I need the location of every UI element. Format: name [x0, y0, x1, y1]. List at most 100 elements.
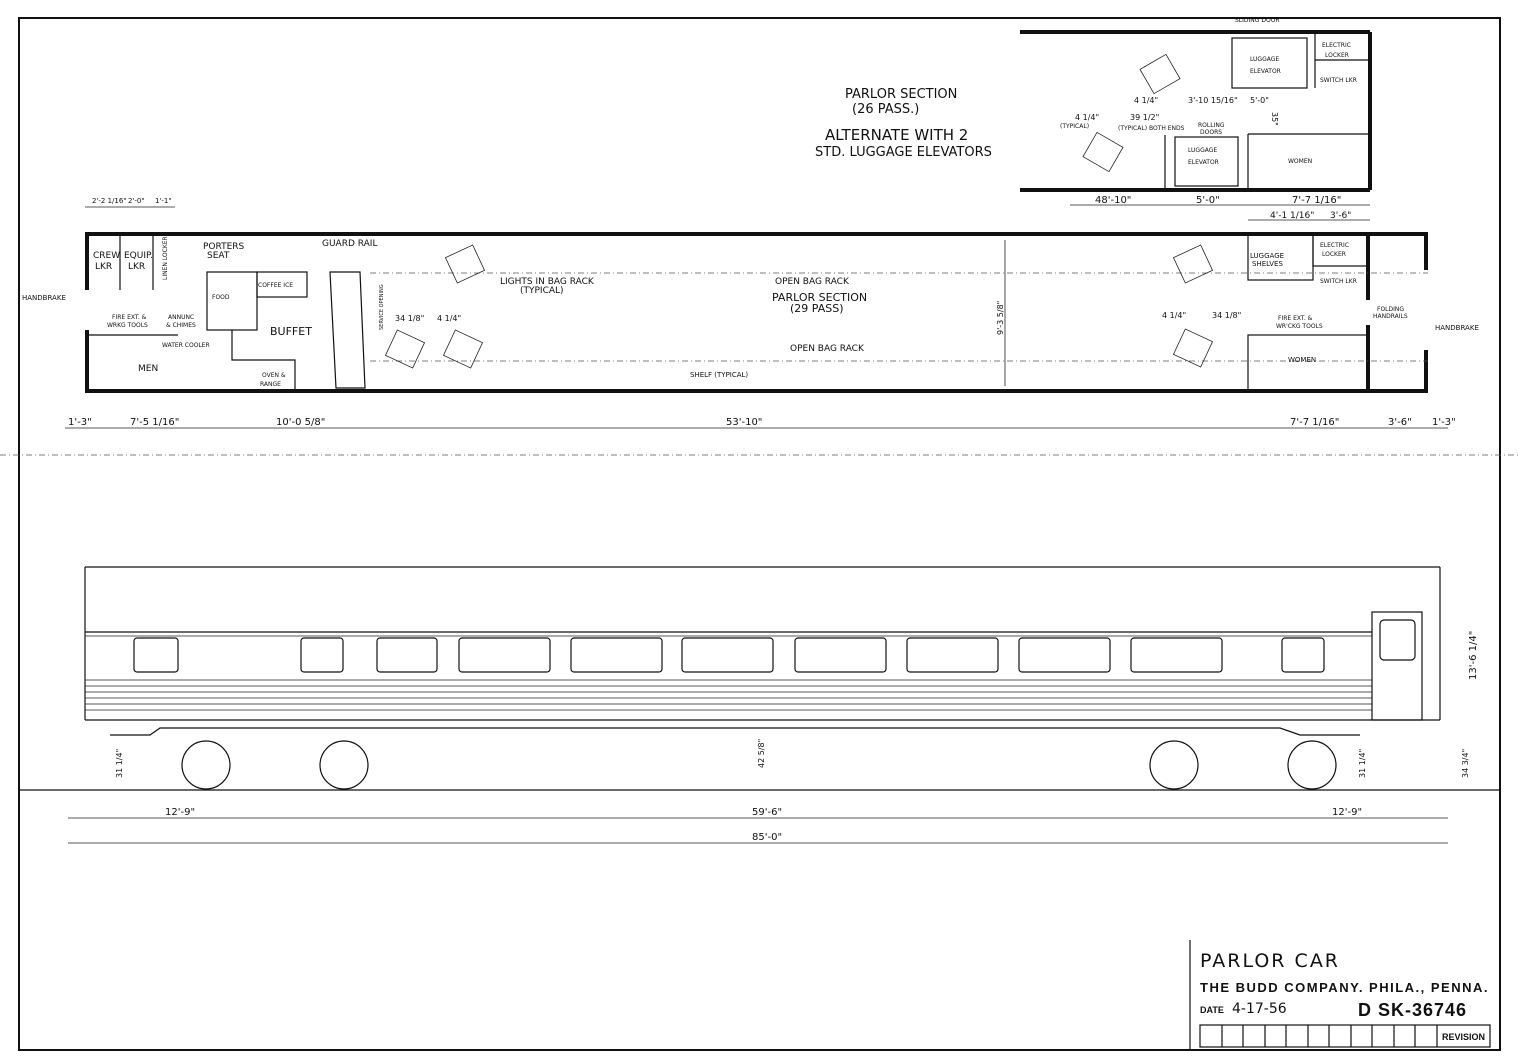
dim: 12'-9"	[165, 807, 195, 818]
typical-both-label: (TYPICAL) BOTH ENDS	[1118, 125, 1185, 132]
oven-label: OVEN &	[262, 372, 286, 379]
women-label: WOMEN	[1288, 158, 1312, 165]
dim: 5'-0"	[1250, 96, 1269, 105]
parlor-section-pass-label: (29 PASS)	[790, 302, 844, 315]
dim: 34 1/8"	[1212, 311, 1241, 320]
dim: 53'-10"	[726, 417, 762, 428]
switch-lkr-label: SWITCH LKR	[1320, 77, 1357, 84]
company-name: THE BUDD COMPANY. PHILA., PENNA.	[1200, 980, 1489, 995]
luggage-elevator-label-2: LUGGAGE	[1188, 147, 1217, 154]
porters-seat-label-2: SEAT	[207, 251, 230, 261]
dim: 1'-3"	[1432, 417, 1456, 428]
locker-label: LOCKER	[1325, 52, 1349, 59]
equip-locker-label-2: LKR	[128, 262, 145, 272]
porters-seat-label: PORTERS	[203, 242, 245, 252]
parlor-section-label: PARLOR SECTION	[772, 291, 867, 304]
crew-locker-label: CREW	[93, 251, 120, 261]
alt-note-2: STD. LUGGAGE ELEVATORS	[815, 145, 992, 160]
lights-label-2: (TYPICAL)	[520, 286, 564, 296]
alt-heading: PARLOR SECTION	[845, 87, 957, 102]
drawing-border	[18, 17, 1501, 1051]
handbrake-right-label: HANDBRAKE	[1435, 324, 1479, 332]
electric-locker-label: ELECTRIC	[1320, 242, 1349, 249]
dim: 59'-6"	[752, 807, 782, 818]
electric-locker-label-2: LOCKER	[1322, 251, 1346, 258]
dim: 85'-0"	[752, 832, 782, 843]
buffet-label: BUFFET	[270, 325, 312, 338]
range-label: RANGE	[260, 381, 281, 388]
drawing-title: PARLOR CAR	[1200, 950, 1340, 972]
fire-ext-left-label: FIRE EXT. &	[112, 314, 147, 321]
elevator-label: ELEVATOR	[1250, 68, 1281, 75]
open-bag-rack-bottom-label: OPEN BAG RACK	[790, 344, 865, 354]
dim: 42 5/8"	[757, 739, 766, 768]
shelf-label: SHELF (TYPICAL)	[690, 371, 748, 379]
dim: 2'-2 1/16"	[92, 197, 127, 205]
open-bag-rack-top-label: OPEN BAG RACK	[775, 277, 850, 287]
wheels	[181, 740, 1337, 790]
folding-handrails-label-2: HANDRAILS	[1373, 313, 1408, 320]
dim: 3'-6"	[1388, 417, 1412, 428]
women-label: WOMEN	[1288, 356, 1316, 364]
dim: 4 1/4"	[437, 314, 461, 323]
guard-rail-label: GUARD RAIL	[322, 239, 377, 249]
electric-label: ELECTRIC	[1322, 42, 1351, 49]
dim: 12'-9"	[1332, 807, 1362, 818]
crew-locker-label-2: LKR	[95, 262, 112, 272]
date-label: DATE	[1200, 1005, 1224, 1015]
dim: 13'-6 1/4"	[1468, 631, 1479, 680]
drawing-number: D SK-36746	[1358, 1000, 1467, 1020]
luggage-elevator-label: LUGGAGE	[1250, 56, 1279, 63]
dim: 1'-3"	[68, 417, 92, 428]
floor-plan: CREW LKR EQUIP. LKR LINEN LOCKER PORTERS…	[22, 197, 1479, 429]
switch-lkr-label: SWITCH LKR	[1320, 278, 1357, 285]
dim: 3'-10 15/16"	[1188, 96, 1238, 105]
dim: 4 1/4"	[1134, 96, 1158, 105]
dim: 7'-7 1/16"	[1292, 195, 1341, 206]
elevator-label-2: ELEVATOR	[1188, 159, 1219, 166]
fire-ext-right-label: FIRE EXT. &	[1278, 315, 1313, 322]
chair-icon	[1082, 53, 1181, 173]
doors-label: DOORS	[1200, 129, 1222, 136]
dim: 5'-0"	[1196, 195, 1220, 206]
title-block: PARLOR CAR THE BUDD COMPANY. PHILA., PEN…	[1189, 940, 1491, 1050]
men-label: MEN	[138, 364, 158, 374]
dim: 34 3/4"	[1461, 749, 1470, 778]
dim: 1'-1"	[155, 197, 172, 205]
luggage-shelves-label-2: SHELVES	[1252, 260, 1283, 268]
fire-ext-right-label-2: WR'CKG TOOLS	[1276, 323, 1323, 330]
linen-locker-label: LINEN LOCKER	[162, 236, 169, 280]
luggage-shelves-label: LUGGAGE	[1250, 252, 1284, 260]
coffee-ice-label: COFFEE ICE	[258, 282, 293, 289]
dim: 31 1/4"	[1358, 749, 1367, 778]
sliding-door-label: SLIDING DOOR	[1235, 17, 1280, 24]
fire-ext-left-label-2: WRKG TOOLS	[107, 322, 148, 329]
dim: 34 1/8"	[395, 314, 424, 323]
folding-handrails-label: FOLDING	[1377, 306, 1404, 313]
dim: 48'-10"	[1095, 195, 1131, 206]
dim: 4'-1 1/16"	[1270, 211, 1314, 221]
equip-locker-label: EQUIP.	[124, 251, 153, 261]
lights-label: LIGHTS IN BAG RACK	[500, 277, 595, 287]
end-door	[1371, 611, 1423, 721]
dim: 2'-0"	[128, 197, 145, 205]
windows	[133, 637, 1325, 673]
handbrake-left-label: HANDBRAKE	[22, 294, 66, 302]
dim: 35"	[1270, 112, 1279, 126]
dim: 9'-3 5/8"	[996, 301, 1005, 335]
food-label: FOOD	[212, 294, 230, 301]
dim: 10'-0 5/8"	[276, 417, 325, 428]
alt-note: ALTERNATE WITH 2	[825, 126, 968, 144]
revision-table	[1199, 1024, 1491, 1048]
annunc-label-2: & CHIMES	[166, 322, 196, 329]
alt-heading-pass: (26 PASS.)	[852, 102, 919, 117]
revision-label: REVISION	[1442, 1032, 1485, 1042]
rolling-label: ROLLING	[1198, 122, 1225, 129]
dim: 3'-6"	[1330, 211, 1351, 221]
dim: 7'-5 1/16"	[130, 417, 179, 428]
water-cooler-label: WATER COOLER	[162, 342, 210, 349]
typical-label: (TYPICAL)	[1060, 123, 1089, 130]
dim: 39 1/2"	[1130, 113, 1159, 122]
annunc-label: ANNUNC	[168, 314, 194, 321]
